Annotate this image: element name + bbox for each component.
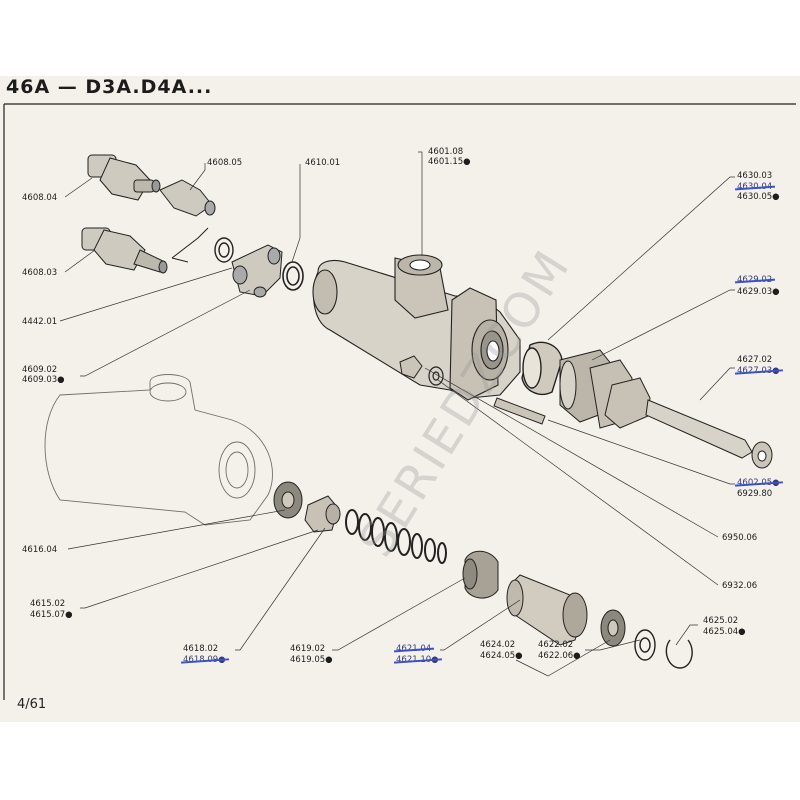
label-4608-04: 4608.04 xyxy=(22,193,58,203)
master-cylinder-body xyxy=(312,254,521,401)
cup-4619 xyxy=(462,550,499,599)
label-4609-03: 4609.03● xyxy=(22,375,65,385)
stud-6929 xyxy=(493,397,546,425)
washer-4622 xyxy=(634,629,656,661)
label-4624-05: 4624.05● xyxy=(480,651,523,661)
spring-4618 xyxy=(345,509,447,564)
label-4621-04: 4621.04 xyxy=(396,644,432,654)
label-4621-10: 4621.10● xyxy=(396,655,439,665)
seal-ring-4630 xyxy=(521,341,563,396)
label-4630-04: 4630.04 xyxy=(737,182,773,192)
label-4619-05: 4619.05● xyxy=(290,655,333,665)
label-4601-15: 4601.15● xyxy=(428,157,471,167)
ghost-cylinder-outline xyxy=(44,374,273,526)
label-4616-04: 4616.04 xyxy=(22,545,58,555)
label-4629-03: 4629.03● xyxy=(737,287,780,297)
piston-4621 xyxy=(506,574,588,646)
label-4602-05: 4602.05● xyxy=(737,478,780,488)
union-fitting-upper xyxy=(87,154,161,201)
push-rod-4627 xyxy=(604,377,773,469)
label-4608-05: 4608.05 xyxy=(207,158,243,168)
label-4608-03: 4608.03 xyxy=(22,268,58,278)
label-4610-01: 4610.01 xyxy=(305,158,341,168)
page-number: 4/61 xyxy=(17,697,47,712)
label-4627-02: 4627.02 xyxy=(737,355,773,365)
page-title: 46A — D3A.D4A... xyxy=(6,76,213,98)
union-fitting-lower xyxy=(81,227,168,274)
valve-body-4615 xyxy=(304,495,341,533)
label-4609-02: 4609.02 xyxy=(22,365,58,375)
label-4619-02: 4619.02 xyxy=(290,644,326,654)
label-4601-08: 4601.08 xyxy=(428,147,464,157)
label-4630-03: 4630.03 xyxy=(737,171,773,181)
label-4615-02: 4615.02 xyxy=(30,599,66,609)
seal-4624 xyxy=(600,609,626,647)
banjo-bolt xyxy=(159,179,216,217)
nut-6950 xyxy=(399,355,423,379)
arrow-pointer xyxy=(171,227,209,263)
label-4622-02: 4622.02 xyxy=(538,640,574,650)
label-4629-02: 4629.02 xyxy=(737,275,773,285)
leader-lines xyxy=(59,151,735,677)
label-4630-05: 4630.05● xyxy=(737,192,780,202)
label-4618-02: 4618.02 xyxy=(183,644,219,654)
label-4615-07: 4615.07● xyxy=(30,610,73,620)
washer-ring xyxy=(282,261,304,291)
label-4625-02: 4625.02 xyxy=(703,616,739,626)
label-4627-03: 4627.03● xyxy=(737,366,780,376)
label-4622-06: 4622.06● xyxy=(538,651,581,661)
label-4624-02: 4624.02 xyxy=(480,640,516,650)
label-6929-80: 6929.80 xyxy=(737,489,773,499)
label-4625-04: 4625.04● xyxy=(703,627,746,637)
valve-disc-4616 xyxy=(273,481,303,519)
t-union xyxy=(231,244,283,298)
washer-small xyxy=(214,237,234,263)
label-6932-06: 6932.06 xyxy=(722,581,758,591)
label-6950-06: 6950.06 xyxy=(722,533,758,543)
circlip-4625 xyxy=(665,639,693,669)
label-4442-01: 4442.01 xyxy=(22,317,58,327)
label-4618-09: 4618.09● xyxy=(183,655,226,665)
